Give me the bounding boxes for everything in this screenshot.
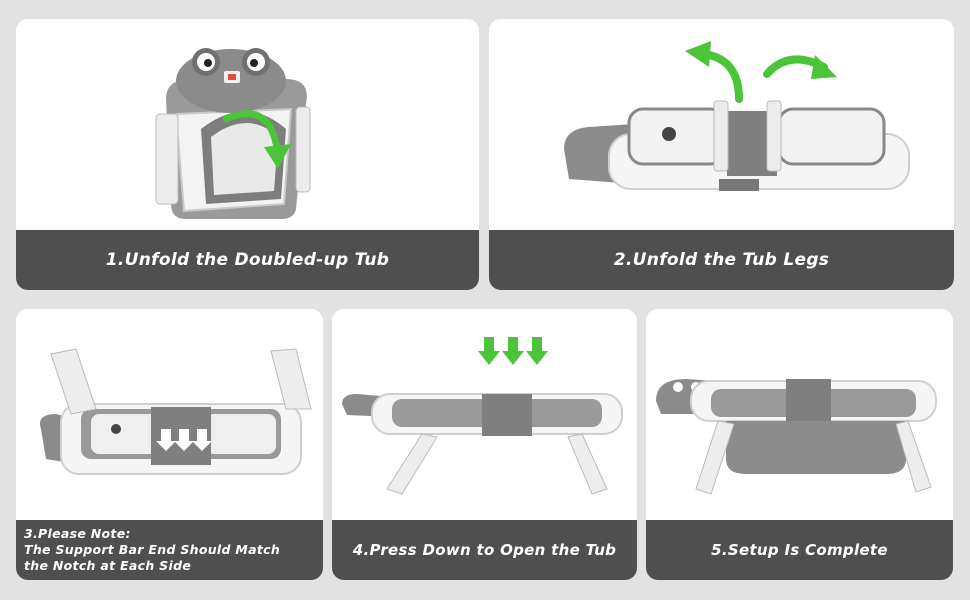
folded-tub xyxy=(155,79,311,219)
step-card-1: 1.Unfold the Doubled-up Tub xyxy=(16,19,479,290)
step-4-caption: 4.Press Down to Open the Tub xyxy=(332,520,637,580)
step-5-image xyxy=(646,309,953,520)
step-1-image xyxy=(16,19,479,230)
frog-face-icon xyxy=(176,48,286,113)
green-curved-arrow-icon xyxy=(222,110,291,169)
step-card-4: 4.Press Down to Open the Tub xyxy=(332,309,637,580)
green-curved-arrow-icon xyxy=(685,41,743,103)
tub-with-legs-up xyxy=(40,348,312,475)
step-2-caption: 2.Unfold the Tub Legs xyxy=(489,230,954,290)
step-4-image xyxy=(332,309,637,520)
step-5-caption-text: 5.Setup Is Complete xyxy=(711,541,888,559)
step-5-caption: 5.Setup Is Complete xyxy=(646,520,953,580)
green-down-arrow-icon xyxy=(478,337,548,365)
step-3-caption: 3.Please Note: The Support Bar End Shoul… xyxy=(16,520,323,580)
step-2-image xyxy=(489,19,954,230)
green-curved-arrow-icon xyxy=(763,55,837,79)
step-3-image xyxy=(16,309,323,520)
white-down-arrows xyxy=(156,429,212,451)
step-card-3: 3.Please Note: The Support Bar End Shoul… xyxy=(16,309,323,580)
tub-pressed xyxy=(342,393,623,495)
step-3-caption-line-2: The Support Bar End Should Match xyxy=(24,542,281,557)
step-2-caption-text: 2.Unfold the Tub Legs xyxy=(613,250,830,270)
step-3-caption-line-3: the Notch at Each Side xyxy=(24,558,192,573)
unfolded-tub xyxy=(564,100,910,191)
step-3-caption-line-1: 3.Please Note: xyxy=(24,526,131,541)
step-1-caption-text: 1.Unfold the Doubled-up Tub xyxy=(105,250,390,270)
tub-complete xyxy=(656,379,937,495)
step-4-caption-text: 4.Press Down to Open the Tub xyxy=(352,541,617,559)
step-card-2: 2.Unfold the Tub Legs xyxy=(489,19,954,290)
step-1-caption: 1.Unfold the Doubled-up Tub xyxy=(16,230,479,290)
step-card-5: 5.Setup Is Complete xyxy=(646,309,953,580)
